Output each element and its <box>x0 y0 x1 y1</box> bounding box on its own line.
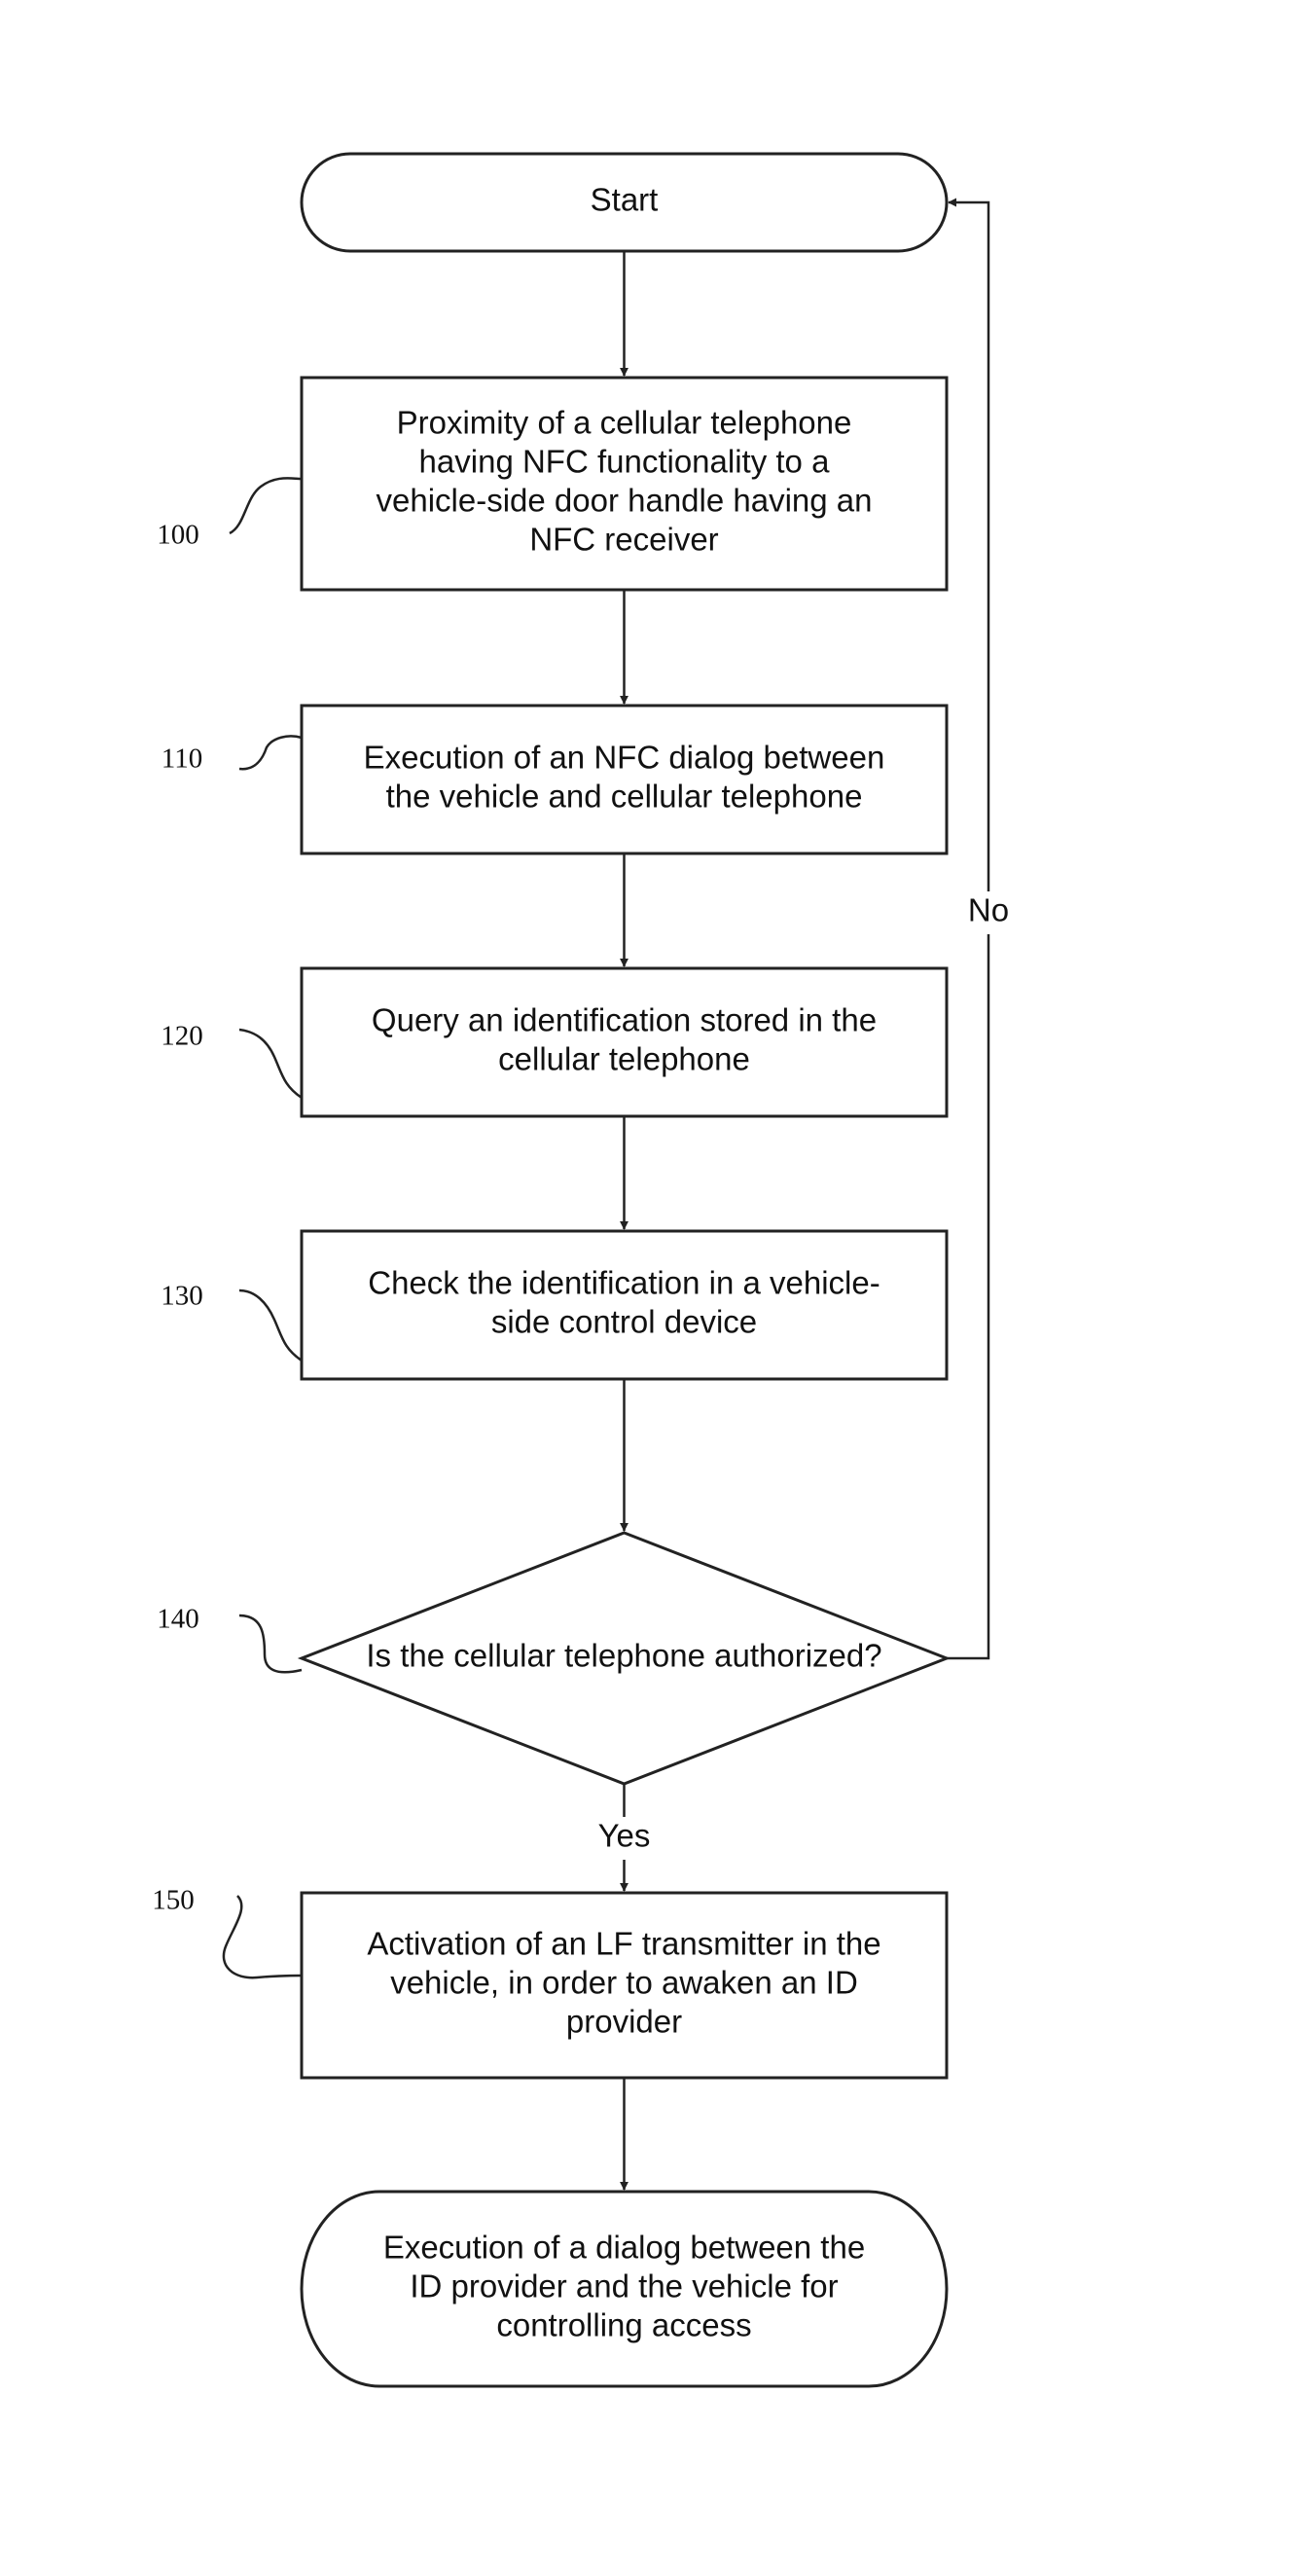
step-150-text-line: vehicle, in order to awaken an ID <box>390 1965 858 2001</box>
step-130-node: Check the identification in a vehicle-si… <box>302 1231 947 1379</box>
decision-140-ref-label: 140 <box>157 1604 199 1635</box>
step-110-text-line: the vehicle and cellular telephone <box>386 779 863 815</box>
step-100-ref-label: 100 <box>157 520 199 551</box>
step-110-ref-label: 110 <box>162 744 202 775</box>
step-150-node: Activation of an LF transmitter in theve… <box>302 1893 947 2078</box>
step-110-text-line: Execution of an NFC dialog between <box>364 740 885 776</box>
step-110-node: Execution of an NFC dialog betweenthe ve… <box>302 706 947 853</box>
edge-label-yes: Yes <box>598 1818 651 1854</box>
step-150-ref-leader <box>224 1896 302 1977</box>
end-node: Execution of a dialog between theID prov… <box>302 2192 947 2386</box>
start-text-line: Start <box>591 182 659 218</box>
step-130-text-line: Check the identification in a vehicle- <box>368 1265 880 1301</box>
step-120-ref-label: 120 <box>161 1021 203 1052</box>
step-100-text-line: vehicle-side door handle having an <box>376 483 872 519</box>
step-100-text-line: NFC receiver <box>529 522 718 558</box>
start-node: Start <box>302 154 947 251</box>
ref-leaders-layer <box>224 478 302 1977</box>
step-130-text-line: side control device <box>491 1304 757 1340</box>
step-150-ref-label: 150 <box>152 1885 195 1916</box>
step-100-node: Proximity of a cellular telephonehaving … <box>302 378 947 590</box>
step-150-text-line: Activation of an LF transmitter in the <box>367 1926 880 1962</box>
step-120-text-line: Query an identification stored in the <box>372 1002 877 1038</box>
end-text-line: Execution of a dialog between the <box>383 2230 865 2266</box>
decision-140-text-line: Is the cellular telephone authorized? <box>366 1638 881 1674</box>
step-100-text-line: Proximity of a cellular telephone <box>397 405 852 441</box>
decision-140-ref-leader <box>239 1615 302 1672</box>
step-100-ref-leader <box>230 478 302 533</box>
decision-140-node: Is the cellular telephone authorized? <box>302 1533 947 1784</box>
step-150-text-line: provider <box>566 2004 682 2040</box>
end-text-line: controlling access <box>496 2307 751 2343</box>
step-120-ref-leader <box>239 1030 302 1098</box>
nodes-layer: StartProximity of a cellular telephoneha… <box>152 154 947 2386</box>
step-110-ref-leader <box>239 736 302 769</box>
step-130-ref-label: 130 <box>161 1281 203 1312</box>
step-120-text-line: cellular telephone <box>498 1041 750 1077</box>
end-text-line: ID provider and the vehicle for <box>410 2268 838 2304</box>
step-120-node: Query an identification stored in thecel… <box>302 968 947 1116</box>
step-100-text-line: having NFC functionality to a <box>419 444 831 480</box>
edge-label-no: No <box>968 892 1009 928</box>
step-130-ref-leader <box>239 1290 302 1361</box>
